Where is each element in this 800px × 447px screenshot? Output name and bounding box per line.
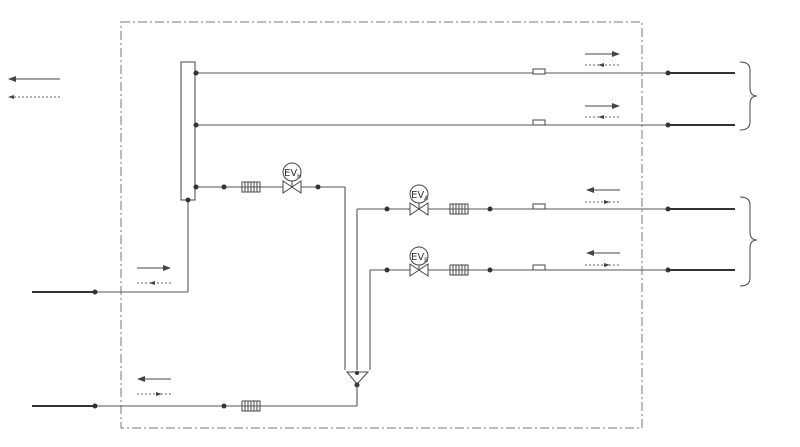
valve-evh: EVH [282, 162, 302, 194]
flow-arrows-line-a [585, 187, 620, 204]
brace-top [739, 61, 758, 131]
branch-line-1 [193, 68, 735, 76]
legend-arrow-left-solid [8, 76, 60, 82]
flow-arrows-line-1 [585, 51, 620, 67]
return-line [32, 385, 358, 412]
unit-boundary [120, 21, 643, 429]
flow-arrows-return [137, 376, 172, 396]
legend-arrow-left-dashed [8, 95, 60, 99]
branch-line-a [357, 203, 735, 215]
inlet-supply-line [32, 197, 191, 295]
feed-line-evh [193, 181, 345, 193]
valve-evb-label: EVB [411, 252, 428, 264]
flow-arrows-inlet [137, 265, 172, 285]
brace-bottom [739, 196, 758, 287]
valve-eva: EVA [409, 184, 429, 216]
distribution-header [180, 61, 196, 201]
branch-line-2 [193, 119, 735, 128]
flow-arrows-line-b [585, 250, 620, 267]
valve-evh-label: EVH [284, 168, 302, 180]
valve-evb: EVB [409, 246, 429, 277]
flow-arrows-line-2 [585, 103, 620, 119]
valve-eva-label: EVA [411, 190, 429, 202]
